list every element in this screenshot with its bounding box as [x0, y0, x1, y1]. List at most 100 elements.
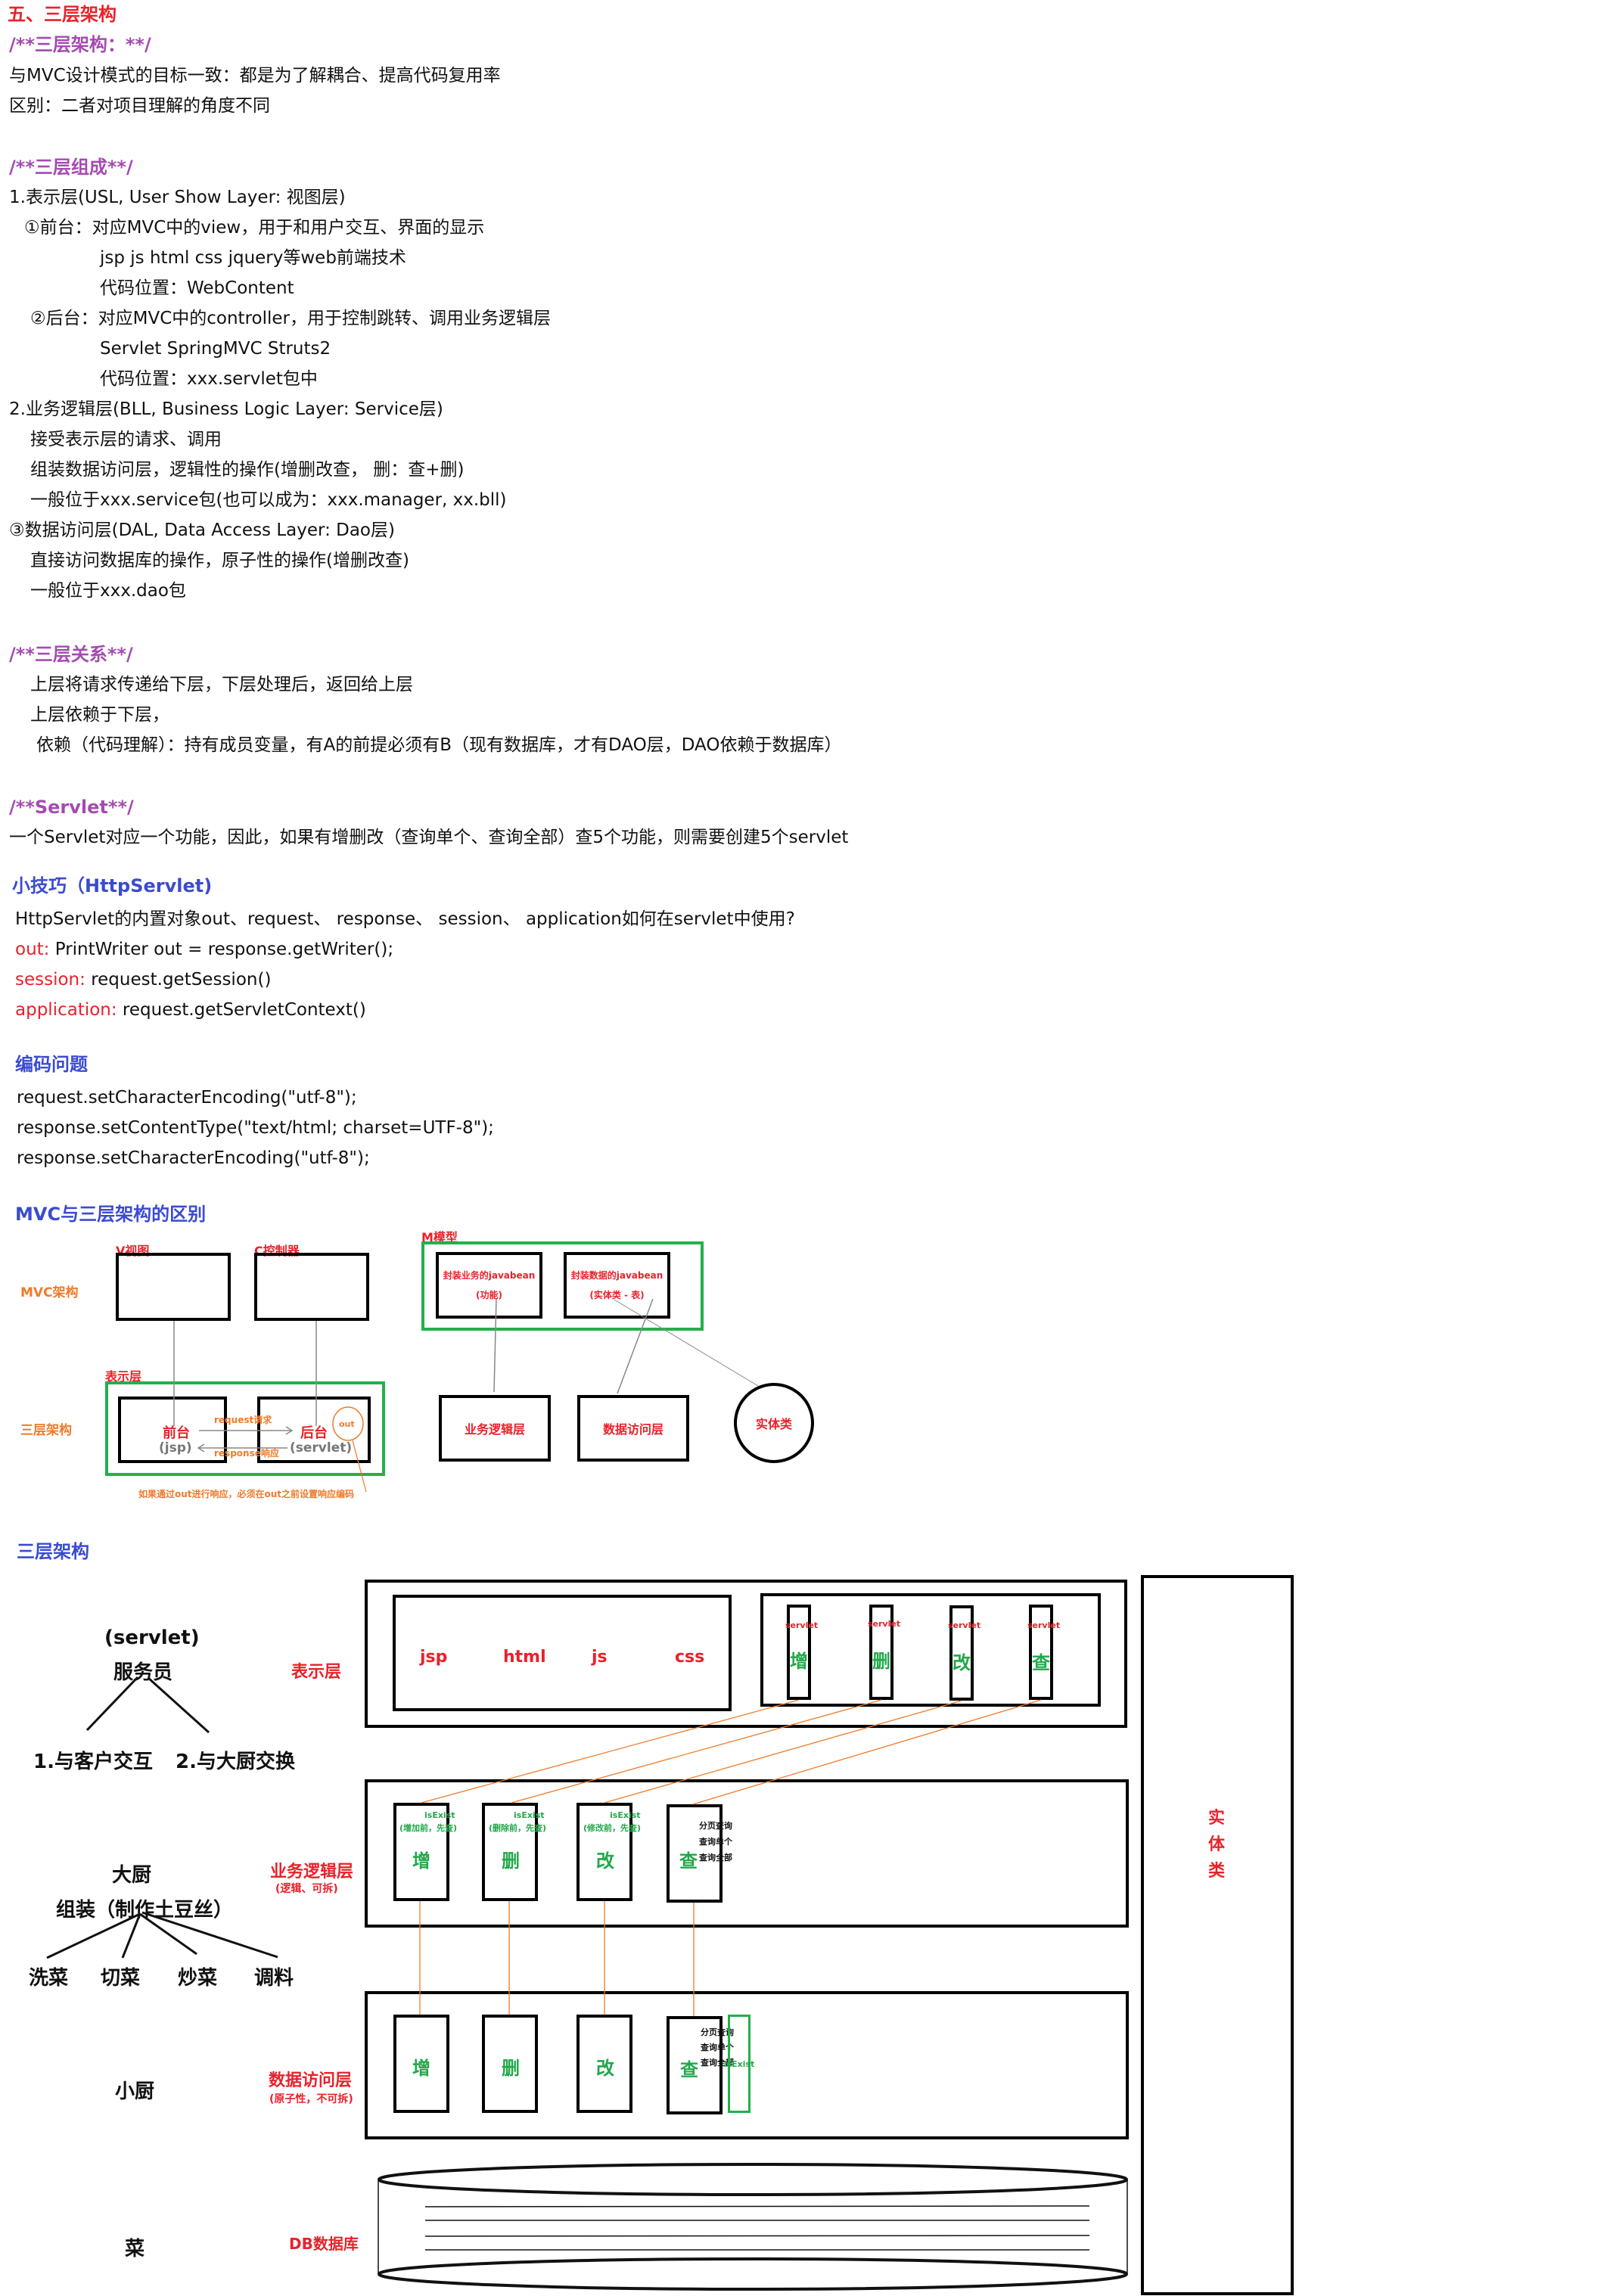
tech-jsp: jsp — [420, 1648, 448, 1667]
waiter-label: 服务员 — [113, 1661, 173, 1684]
tips-heading: 小技巧（HttpServlet) — [12, 875, 213, 896]
layer-note-bll: (逻辑、可拆) — [275, 1883, 338, 1895]
servlet-op-query: 查 — [1032, 1652, 1050, 1673]
encoding-line: response.setCharacterEncoding("utf-8"); — [17, 1148, 370, 1168]
dal-query-op: 查 — [680, 2059, 698, 2080]
bll-update-note: (修改前，先查) — [583, 1823, 642, 1833]
composition-line: 代码位置：xxx.servlet包中 — [100, 369, 318, 389]
encoding-line: request.setCharacterEncoding("utf-8"); — [17, 1088, 357, 1108]
db-record-line — [424, 2235, 1090, 2237]
composition-line: ③数据访问层(DAL, Data Access Layer: Dao层) — [9, 520, 395, 540]
servlet-heading: /**Servlet**/ — [9, 797, 134, 818]
tips-value: request.getSession() — [85, 970, 272, 990]
servlet-line: 一个Servlet对应一个功能，因此，如果有增删改（查询单个、查询全部）查5个功… — [9, 828, 849, 847]
layer-label-bll: 业务逻辑层 — [270, 1863, 354, 1881]
subtask-season: 调料 — [254, 1967, 294, 1990]
back-box — [257, 1397, 371, 1463]
bll-query-kind: 分页查询 — [699, 1821, 732, 1831]
servlet-op-update: 改 — [953, 1652, 971, 1673]
mvc-diagram-heading: MVC与三层架构的区别 — [15, 1204, 207, 1225]
dish-label: 菜 — [125, 2238, 145, 2260]
tech-css: css — [675, 1648, 705, 1667]
relation-line: 上层将请求传递给下层，下层处理后，返回给上层 — [30, 675, 413, 694]
bll-update-box — [576, 1803, 632, 1901]
bll-add-op: 增 — [412, 1850, 430, 1872]
bll-add-note: (增加前，先查) — [399, 1823, 458, 1833]
entity-class-box — [1141, 1575, 1294, 2295]
dal-layer-box — [365, 1991, 1129, 2139]
dal-isexist-box: isExist — [724, 2015, 754, 2113]
front-box — [118, 1397, 227, 1463]
dal-delete-box — [482, 2015, 538, 2113]
waiter-task-customer: 1.与客户交互 — [33, 1751, 153, 1773]
bll-layer-box — [365, 1779, 1129, 1928]
subtask-wash: 洗菜 — [29, 1967, 69, 1990]
composition-line: ②后台：对应MVC中的controller，用于控制跳转、调用业务逻辑层 — [30, 309, 551, 328]
servlet-op-add: 增 — [790, 1651, 808, 1672]
chef-label: 大厨 — [112, 1864, 152, 1887]
db-record-line — [424, 2205, 1090, 2207]
business-javabean-box: 封装业务的javabean (功能) — [436, 1252, 542, 1319]
bll-update-op: 改 — [596, 1850, 614, 1872]
encoding-heading: 编码问题 — [15, 1054, 88, 1075]
layer-label-dal: 数据访问层 — [269, 2071, 353, 2090]
view-box — [116, 1253, 231, 1321]
servlet-tag: servlet — [1027, 1620, 1061, 1630]
db-cylinder-bottom — [378, 2257, 1128, 2291]
tips-key: application: — [15, 1000, 117, 1020]
layer-note-dal: (原子性，不可拆) — [269, 2093, 353, 2105]
business-javabean-title: 封装业务的javabean — [443, 1270, 536, 1281]
servlet-update-box — [949, 1605, 974, 1701]
bll-query-kind: 查询单个 — [699, 1837, 732, 1847]
tips-key: out: — [15, 940, 50, 959]
intro-line: 区别：二者对项目理解的角度不同 — [9, 96, 270, 116]
dal-update-box — [576, 2015, 632, 2113]
bll-query-box — [667, 1804, 723, 1903]
entity-label: 实体类 — [755, 1417, 792, 1431]
entity-circle: 实体类 — [734, 1383, 814, 1463]
m-model-label: M模型 — [421, 1230, 458, 1244]
dal-add-op: 增 — [412, 2058, 430, 2079]
composition-line: 直接访问数据库的操作，原子性的操作(增删改查) — [30, 551, 409, 570]
data-javabean-sub: (实体类 - 表) — [589, 1290, 645, 1300]
subtask-cut: 切菜 — [101, 1967, 141, 1990]
dal-box: 数据访问层 — [577, 1395, 689, 1462]
row-label-mvc: MVC架构 — [20, 1285, 79, 1300]
composition-line: 1.表示层(USL, User Show Layer: 视图层) — [9, 188, 346, 207]
bll-label: 业务逻辑层 — [464, 1422, 525, 1437]
composition-line: jsp js html css jquery等web前端技术 — [100, 248, 406, 268]
tips-value: request.getServletContext() — [117, 1000, 366, 1020]
front-sub: (jsp) — [159, 1440, 192, 1456]
bll-query-op: 查 — [679, 1850, 698, 1872]
relation-line: 上层依赖于下层， — [30, 705, 169, 725]
encoding-line: response.setContentType("text/html; char… — [17, 1118, 494, 1138]
composition-heading: /**三层组成**/ — [9, 157, 133, 178]
out-label: out — [339, 1419, 355, 1429]
front-title: 前台 — [163, 1425, 190, 1441]
response-label: response响应 — [214, 1448, 279, 1459]
servlet-tag: servlet — [868, 1619, 901, 1629]
dal-label: 数据访问层 — [602, 1422, 663, 1437]
waiter-role: (servlet) — [104, 1626, 200, 1649]
intro-line: 与MVC设计模式的目标一致：都是为了解耦合、提高代码复用率 — [9, 66, 501, 85]
bll-add-box — [393, 1803, 449, 1901]
servlet-tag: servlet — [948, 1620, 981, 1630]
tech-html: html — [503, 1648, 546, 1667]
composition-line: 组装数据访问层，逻辑性的操作(增删改查， 删：查+删) — [30, 460, 465, 480]
tips-item: application: request.getServletContext() — [15, 999, 366, 1021]
relation-heading: /**三层关系**/ — [9, 644, 133, 665]
bll-delete-tag: isExist — [514, 1810, 545, 1820]
bll-delete-note: (删除前，先查) — [489, 1823, 547, 1833]
dal-add-box — [393, 2015, 449, 2113]
relation-line: 依赖（代码理解）：持有成员变量，有A的前提必须有B（现有数据库，才有DAO层，D… — [36, 735, 842, 755]
dal-update-op: 改 — [596, 2058, 614, 2079]
tips-key: session: — [15, 970, 85, 990]
waiter-task-chef: 2.与大厨交换 — [176, 1751, 295, 1773]
dal-query-kind: 查询全部 — [701, 2058, 734, 2068]
bll-delete-box — [482, 1803, 538, 1901]
tips-item: out: PrintWriter out = response.getWrite… — [15, 938, 393, 961]
servlet-tag: servlet — [785, 1620, 819, 1630]
servlet-query-box — [1029, 1605, 1053, 1700]
three-tier-heading: 三层架构 — [17, 1541, 89, 1562]
composition-line: 代码位置：WebContent — [100, 278, 294, 298]
